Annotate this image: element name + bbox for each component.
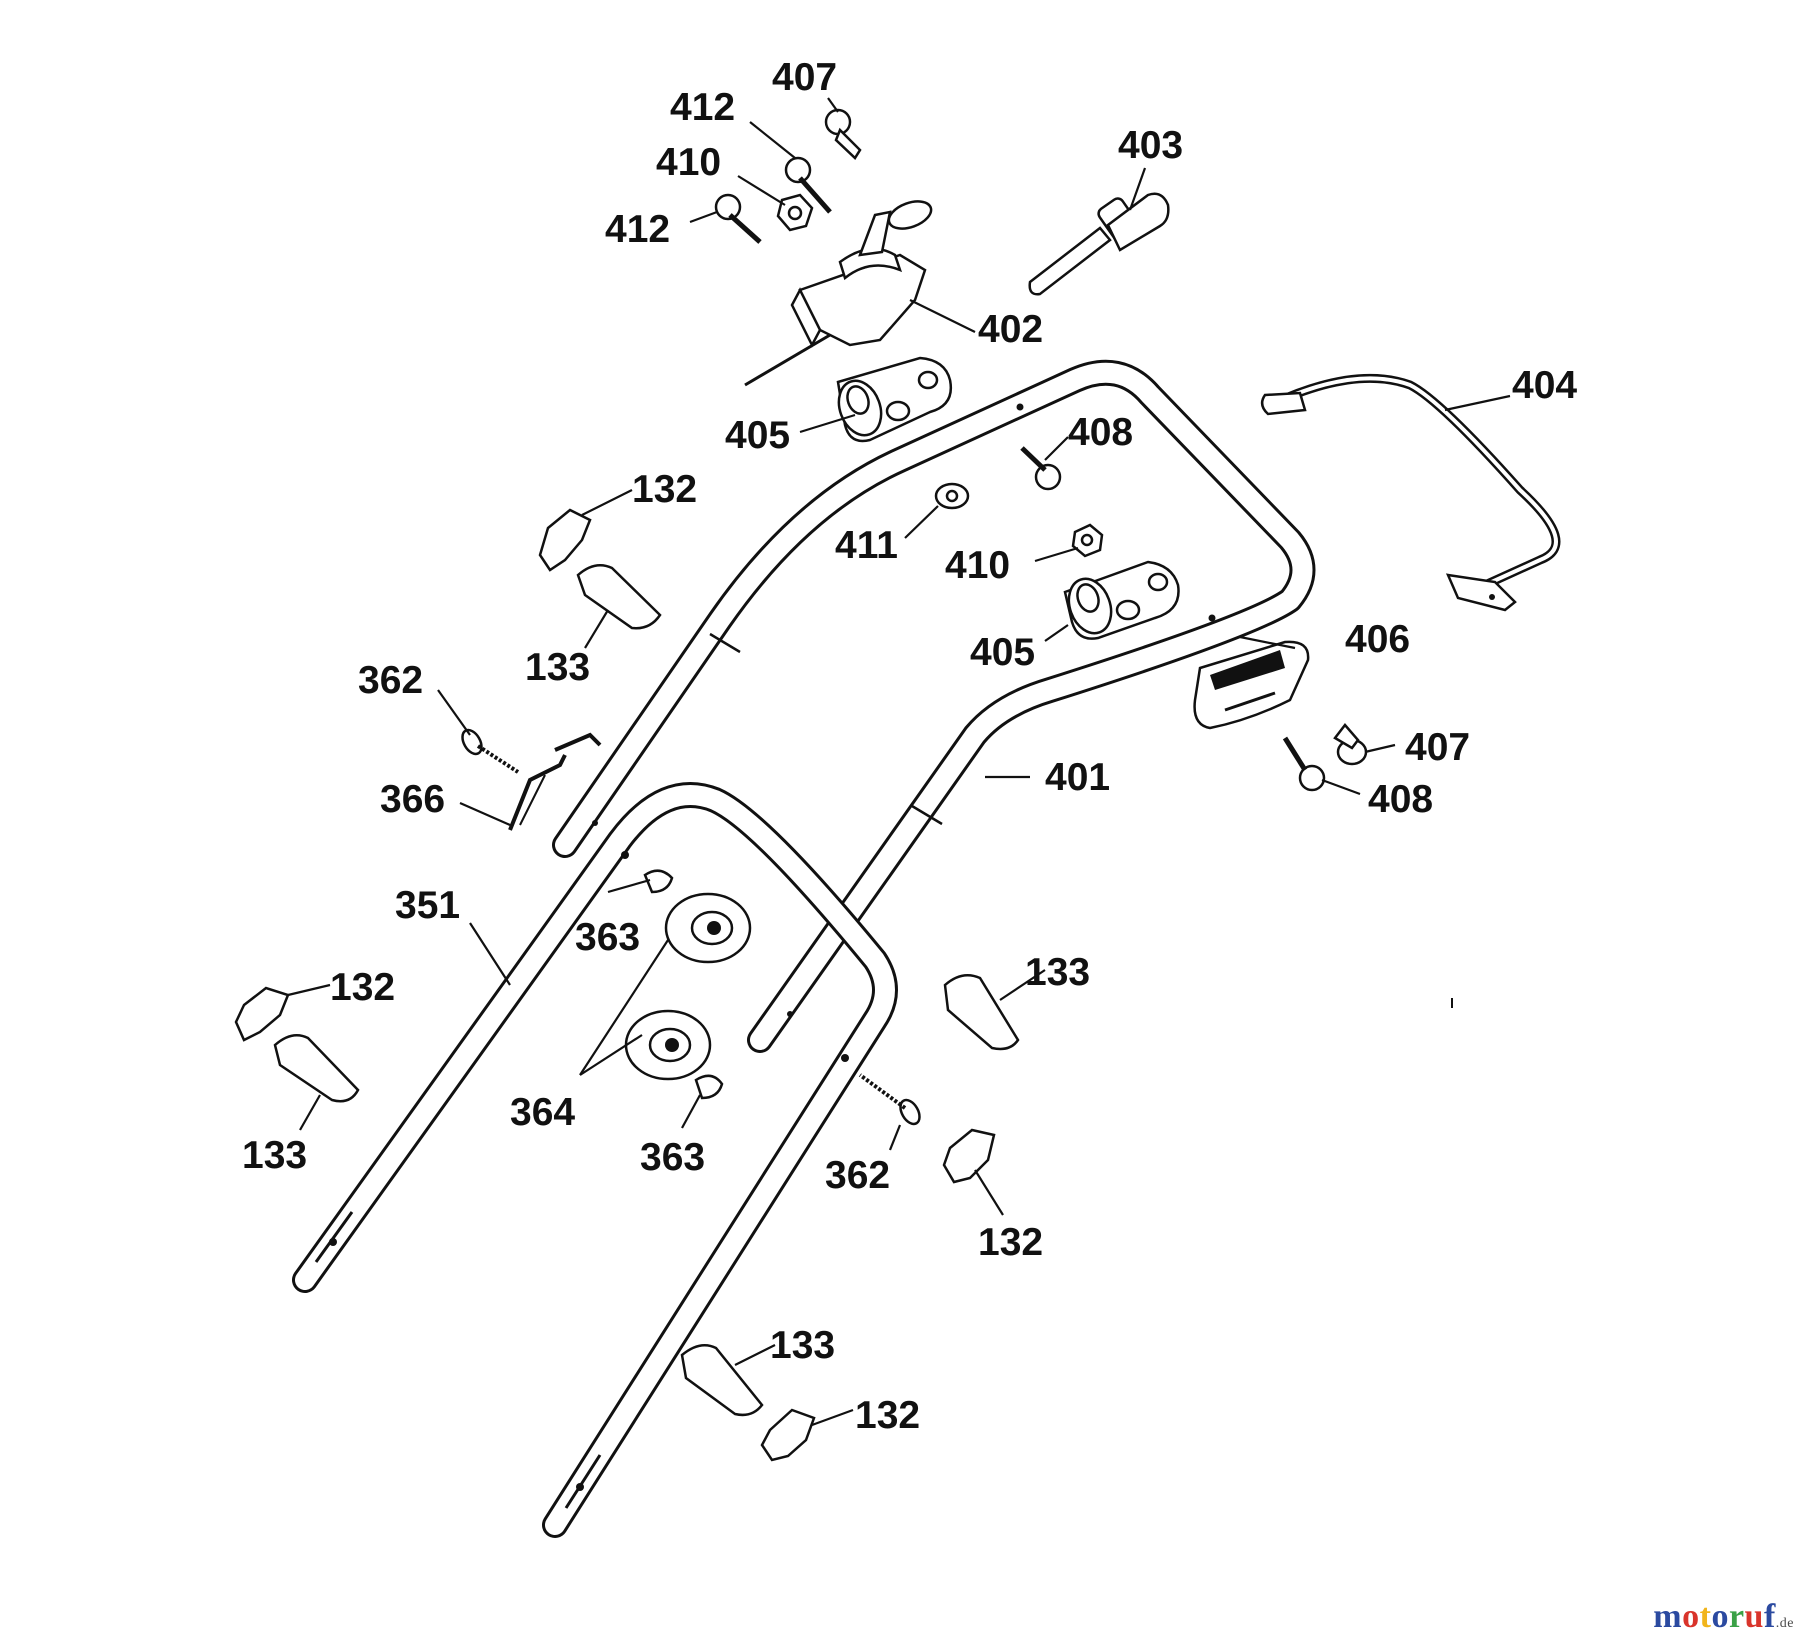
watermark-letter: f: [1763, 1598, 1776, 1635]
leader-lines: [287, 97, 1511, 1427]
watermark-letter: r: [1728, 1598, 1745, 1635]
label-363: 363: [575, 916, 640, 959]
label-402: 402: [978, 308, 1043, 351]
label-410: 410: [656, 141, 721, 184]
label-362: 362: [825, 1154, 890, 1197]
label-364: 364: [510, 1091, 575, 1134]
cover-406: [1193, 640, 1310, 730]
label-404: 404: [1512, 364, 1577, 407]
label-366: 366: [380, 778, 445, 821]
clamp-405-upper: [836, 356, 953, 443]
watermark-letter: u: [1744, 1598, 1764, 1635]
label-408: 408: [1368, 778, 1433, 821]
label-412: 412: [670, 86, 735, 129]
hardware: [461, 108, 1368, 1126]
label-132: 132: [330, 966, 395, 1009]
cable-tags-133: [273, 563, 1020, 1417]
label-403: 403: [1118, 124, 1183, 167]
throttle-control-402: [744, 200, 933, 387]
label-401: 401: [1045, 756, 1110, 799]
watermark-letter: t: [1699, 1598, 1712, 1635]
watermark-letter: m: [1653, 1598, 1683, 1635]
watermark-logo: motoruf.de: [1653, 1598, 1794, 1636]
lever-403: [1028, 192, 1170, 296]
label-406: 406: [1345, 618, 1410, 661]
watermark-domain: .de: [1775, 1616, 1794, 1631]
watermark-letter: o: [1711, 1598, 1729, 1635]
label-351: 351: [395, 884, 460, 927]
part-number-labels: 407 412 410 412 403 402 404 405 408 132 …: [242, 56, 1577, 1437]
bail-rod-404: [1260, 373, 1561, 612]
label-132: 132: [632, 468, 697, 511]
clamp-405-lower: [1063, 560, 1180, 640]
label-132: 132: [978, 1221, 1043, 1264]
lower-handle-351: [292, 782, 898, 1538]
label-132: 132: [855, 1394, 920, 1437]
label-133: 133: [770, 1324, 835, 1367]
label-411: 411: [835, 524, 898, 567]
label-407: 407: [772, 56, 837, 99]
label-410: 410: [945, 544, 1010, 587]
label-405: 405: [725, 414, 790, 457]
cable-clips-132: [234, 508, 996, 1462]
label-362: 362: [358, 659, 423, 702]
label-363: 363: [640, 1136, 705, 1179]
label-407: 407: [1405, 726, 1470, 769]
label-412: 412: [605, 208, 670, 251]
label-133: 133: [1025, 951, 1090, 994]
label-408: 408: [1068, 411, 1133, 454]
watermark-letter: o: [1682, 1598, 1700, 1635]
label-133: 133: [242, 1134, 307, 1177]
label-405: 405: [970, 631, 1035, 674]
label-133: 133: [525, 646, 590, 689]
upper-handle-401: [552, 359, 1316, 1053]
